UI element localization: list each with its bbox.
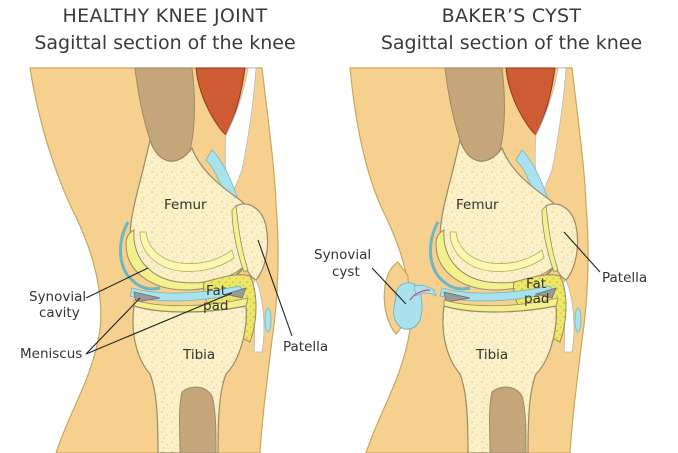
synovial-cyst-label-2: cyst (332, 264, 360, 280)
healthy-knee-subtitle: Sagittal section of the knee (34, 32, 296, 54)
patella-label: Patella (602, 270, 647, 286)
meniscus-posterior (133, 291, 161, 303)
fat-pad-label-2: pad (524, 291, 549, 307)
femoral-cartilage-crescent (139, 231, 235, 272)
meniscus-posterior (443, 291, 471, 303)
patellar-cartilage (231, 205, 249, 273)
synovial-cavity-label-1: Synovial (29, 289, 86, 305)
prepatellar-bursa (264, 307, 272, 333)
leader-synovial-cyst (371, 267, 407, 305)
tibia-label: Tibia (475, 347, 508, 363)
fat-pad-label-1: Fat (526, 276, 546, 292)
patellar-cartilage (541, 205, 559, 273)
leader-meniscus-b (85, 292, 233, 355)
meniscus-anterior (534, 287, 557, 299)
tibia-shaft (489, 386, 527, 453)
synovial-capsule-back (429, 221, 471, 291)
quadriceps-muscle (195, 67, 246, 136)
meniscus-label: Meniscus (20, 346, 82, 362)
meniscus-anterior (224, 287, 247, 299)
leader-patella (257, 239, 293, 337)
quadriceps-muscle (505, 67, 556, 136)
fat-pad-label-1: Fat (206, 283, 226, 299)
bakers-cyst-title: BAKER’S CYST (441, 5, 582, 27)
tibia-label: Tibia (182, 347, 215, 363)
cyst-vessel (409, 289, 431, 301)
femur-label: Femur (164, 197, 207, 213)
prepatellar-bursa (574, 307, 582, 333)
synovial-cyst-label-1: Synovial (314, 247, 371, 263)
tibia (442, 305, 557, 453)
femur-label: Femur (456, 197, 499, 213)
synovial-capsule-back (119, 221, 161, 291)
patella-label: Patella (283, 339, 328, 355)
tibia-shaft (179, 386, 217, 453)
tibia (132, 305, 247, 453)
bakers-cyst-subtitle: Sagittal section of the knee (380, 32, 643, 54)
femoral-cartilage-crescent (449, 231, 545, 272)
healthy-knee-title: HEALTHY KNEE JOINT (62, 5, 268, 27)
leader-patella (563, 231, 601, 273)
fat-pad-label-2: pad (203, 298, 228, 314)
healthy-knee-illustration: Femur Tibia Fat pad Synovial cavity Meni… (20, 67, 328, 453)
leader-synovial-cavity (85, 267, 149, 299)
leader-meniscus-a (85, 297, 141, 355)
bakers-cyst-illustration: Femur Tibia Fat pad Synovial cyst Patell… (314, 67, 647, 453)
synovial-cavity-label-2: cavity (39, 305, 80, 321)
